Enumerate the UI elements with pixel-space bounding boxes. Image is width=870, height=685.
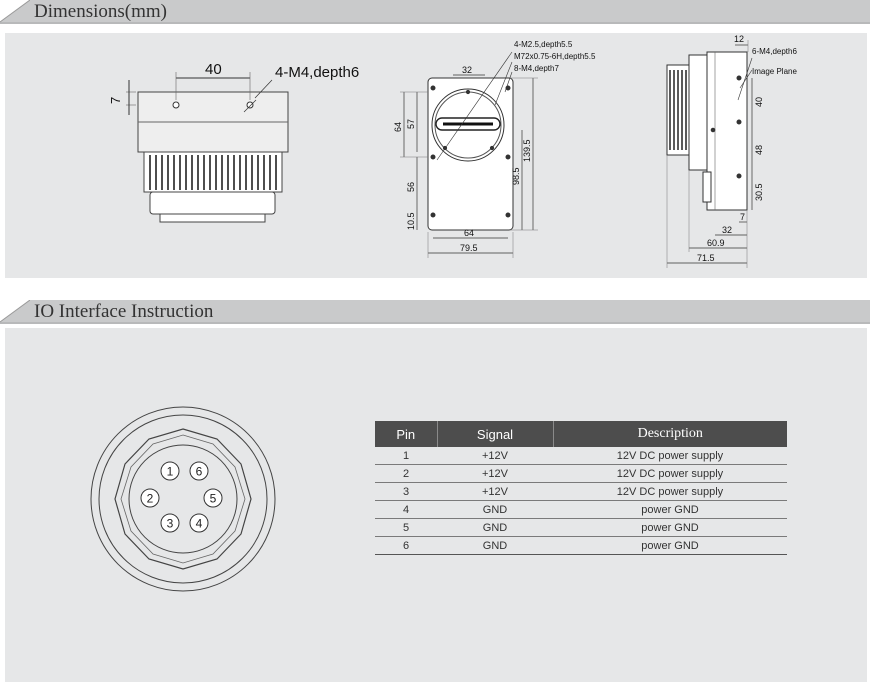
cell-description: 12V DC power supply [553, 464, 787, 483]
side-dim-71-5: 71.5 [697, 253, 715, 263]
front-dim-7: 7 [108, 97, 123, 104]
header-tab-icon [0, 0, 30, 23]
mount-view-drawing [400, 51, 538, 258]
mount-dim-57: 57 [406, 119, 416, 129]
pin-5: 5 [203, 488, 223, 508]
side-dim-48: 48 [754, 145, 764, 155]
mount-dim-10-5: 10.5 [406, 212, 416, 230]
table-row: 1 +12V 12V DC power supply [375, 447, 787, 465]
cell-description: 12V DC power supply [553, 447, 787, 465]
pin-table-header: Pin Signal Description [375, 421, 787, 447]
cell-pin: 4 [375, 500, 437, 519]
mount-note-line1: 4-M2.5,depth5.5 [514, 40, 573, 49]
dimension-drawings: 40 4-M4,depth6 7 [108, 34, 797, 268]
pin-5-label: 5 [210, 492, 217, 506]
pin-3: 3 [160, 513, 180, 533]
table-row: 2 +12V 12V DC power supply [375, 464, 787, 483]
pin-4: 4 [189, 513, 209, 533]
cell-description: power GND [553, 518, 787, 537]
mount-note-line3: 8-M4,depth7 [514, 64, 559, 73]
side-dim-7: 7 [740, 212, 745, 222]
io-title: IO Interface Instruction [34, 301, 214, 322]
cell-signal: +12V [437, 482, 553, 501]
cell-signal: GND [437, 500, 553, 519]
cell-pin: 5 [375, 518, 437, 537]
pin-2: 2 [140, 488, 160, 508]
side-dim-40: 40 [754, 97, 764, 107]
side-view-drawing [666, 40, 753, 268]
side-dim-30-5: 30.5 [754, 183, 764, 201]
cell-signal: GND [437, 536, 553, 555]
pin-2-label: 2 [147, 492, 154, 506]
front-view-drawing [126, 72, 289, 223]
cell-pin: 3 [375, 482, 437, 501]
mount-dim-64-left: 64 [393, 122, 403, 132]
table-row: 6 GND power GND [375, 536, 787, 555]
cell-signal: +12V [437, 464, 553, 483]
cell-description: 12V DC power supply [553, 482, 787, 501]
cell-pin: 1 [375, 447, 437, 465]
cell-pin: 6 [375, 536, 437, 555]
io-header: IO Interface Instruction [0, 300, 870, 324]
header-description: Description [553, 421, 787, 447]
pin-4-label: 4 [196, 517, 203, 531]
pin-3-label: 3 [167, 517, 174, 531]
mount-dim-79-5: 79.5 [460, 243, 478, 253]
pin-table: Pin Signal Description 1 +12V 12V DC pow… [375, 421, 787, 555]
dimensions-title: Dimensions(mm) [34, 1, 167, 22]
table-row: 3 +12V 12V DC power supply [375, 482, 787, 501]
table-row: 5 GND power GND [375, 518, 787, 537]
header-signal: Signal [437, 421, 554, 447]
mount-dim-139-5: 139.5 [522, 139, 532, 162]
table-row: 4 GND power GND [375, 500, 787, 519]
mount-dim-32: 32 [462, 65, 472, 75]
cell-signal: +12V [437, 447, 553, 465]
mount-dim-56: 56 [406, 182, 416, 192]
cell-pin: 2 [375, 464, 437, 483]
side-dim-32: 32 [722, 225, 732, 235]
front-dim-40: 40 [205, 61, 222, 78]
cell-description: power GND [553, 500, 787, 519]
pin-6-label: 6 [196, 465, 203, 479]
side-dim-12: 12 [734, 34, 744, 44]
header-pin: Pin [375, 421, 438, 447]
dimensions-header: Dimensions(mm) [0, 0, 870, 24]
side-note-holes: 6-M4,depth6 [752, 47, 797, 56]
mount-dim-98-5: 98.5 [511, 167, 521, 185]
connector-pinout-diagram: 1 6 2 5 3 4 [90, 406, 276, 592]
cell-signal: GND [437, 518, 553, 537]
mount-dim-64-bottom: 64 [464, 228, 474, 238]
pin-1: 1 [160, 461, 180, 481]
pin-1-label: 1 [167, 465, 174, 479]
mount-note-line2: M72x0.75-6H,depth5.5 [514, 52, 596, 61]
side-dim-60-9: 60.9 [707, 238, 725, 248]
side-note-plane: Image Plane [752, 67, 797, 76]
front-hole-note: 4-M4,depth6 [275, 64, 359, 81]
pin-6: 6 [189, 461, 209, 481]
header-tab-icon [0, 300, 30, 323]
cell-description: power GND [553, 536, 787, 555]
